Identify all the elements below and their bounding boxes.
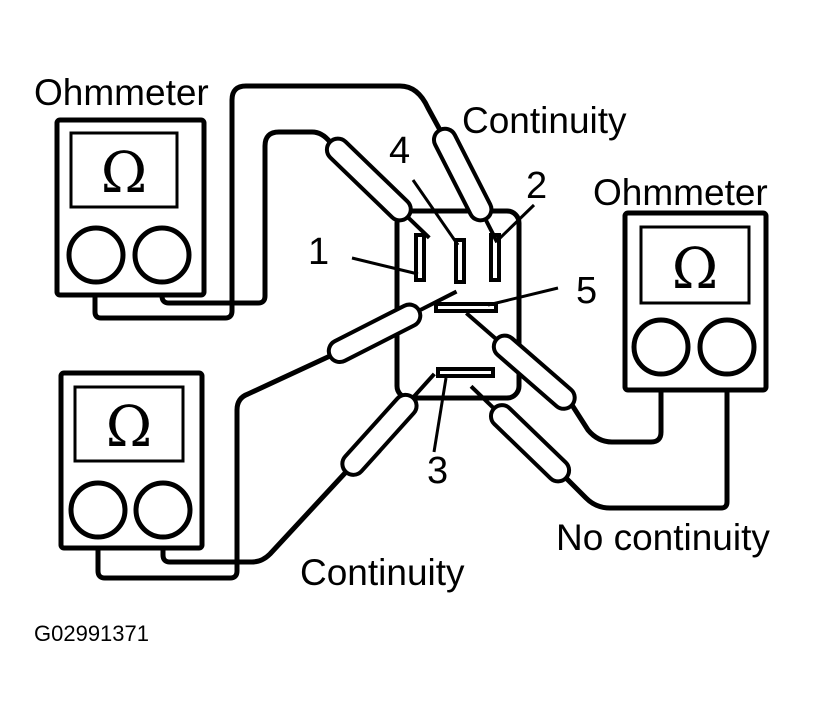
wire-bottom-meter-to-terminal-3 (160, 469, 349, 565)
wire-top-meter-to-terminal-1 (159, 129, 333, 306)
leader-1 (351, 256, 419, 276)
ohmmeter-right (622, 210, 769, 393)
continuity-label-bottom: Continuity (300, 552, 465, 593)
wire-right-meter-to-terminal-5 (569, 369, 664, 445)
leader-lines (351, 179, 559, 453)
terminal-number-4: 4 (389, 130, 410, 172)
probe-terminal-2 (431, 126, 499, 244)
no-continuity-label: No continuity (556, 517, 770, 558)
ohm-symbol-icon: Ω (106, 395, 152, 460)
terminal-1 (414, 233, 426, 282)
leader-5 (487, 286, 559, 307)
probe-terminal-4 (326, 289, 458, 365)
jack-right (132, 225, 192, 285)
terminal-number-1: 1 (308, 231, 329, 273)
probe-terminal-1 (324, 136, 431, 240)
meter-display (69, 131, 179, 209)
meter-display (639, 225, 751, 305)
jack-right (697, 317, 757, 377)
terminal-number-2: 2 (526, 165, 547, 207)
ohmmeter-label-right: Ohmmeter (593, 172, 768, 213)
ohmmeter-top-left (54, 117, 207, 298)
ohm-symbol-icon: Ω (672, 237, 718, 302)
wires (92, 83, 730, 581)
probe-terminal-5 (465, 311, 577, 411)
leader-4 (411, 179, 460, 246)
jack-left (631, 317, 691, 377)
leader-3 (432, 377, 448, 453)
wire-right-meter-to-terminal-3 (563, 369, 730, 511)
probes (324, 126, 577, 484)
probe-terminal-3-left (340, 372, 436, 477)
figure-id: G02991371 (34, 621, 149, 646)
jack-right (133, 480, 193, 540)
terminal-number-5: 5 (576, 270, 597, 312)
leader-2 (496, 203, 536, 242)
probe-terminal-3-right (469, 384, 572, 484)
continuity-label-top: Continuity (462, 100, 627, 141)
terminal-number-3: 3 (427, 450, 448, 492)
jack-left (68, 480, 128, 540)
terminal-3 (436, 367, 495, 378)
meter-display (73, 385, 185, 463)
ohm-symbol-icon: Ω (101, 141, 147, 206)
terminal-4 (454, 238, 466, 284)
jack-left (66, 225, 126, 285)
ohmmeter-label-left: Ohmmeter (34, 72, 209, 113)
terminal-5 (434, 302, 498, 313)
wire-top-meter-to-terminal-2 (92, 83, 443, 321)
ohmmeter-bottom-left (58, 370, 205, 551)
wire-bottom-meter-to-terminal-4 (95, 353, 333, 581)
